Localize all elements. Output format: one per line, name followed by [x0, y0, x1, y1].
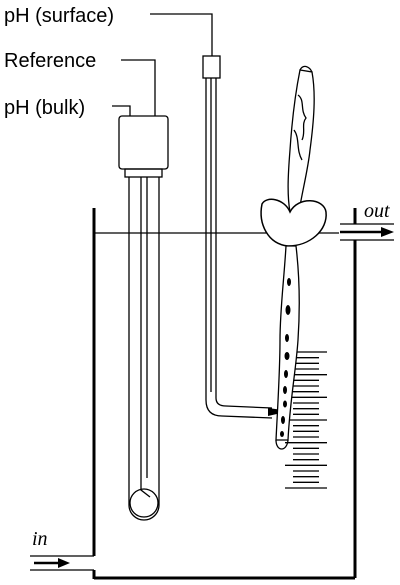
microelectrode-cap	[202, 55, 221, 79]
ph-surface-label: pH (surface)	[4, 5, 114, 27]
microelectrode-inner-wall	[215, 78, 273, 409]
reference-electrode-cap	[118, 115, 169, 170]
microelectrode-outer-wall	[205, 78, 273, 419]
ph-bulk-leader	[112, 105, 131, 116]
inner-tube-tip	[140, 478, 151, 498]
label-leader-lines	[112, 13, 213, 116]
plant-root	[275, 245, 300, 450]
plant-shoot	[287, 65, 315, 213]
leaf-vein-1	[297, 94, 307, 141]
support-collar	[260, 198, 327, 247]
outlet-label: out	[364, 200, 390, 222]
reference-label: Reference	[4, 50, 96, 72]
measurement-scale	[285, 351, 327, 489]
reference-leader	[121, 59, 156, 116]
leaf-tip	[299, 65, 313, 73]
leaf-vein-2	[293, 129, 303, 161]
root-cells	[280, 278, 291, 437]
electrode-collar	[124, 168, 163, 178]
inlet-arrow	[34, 558, 70, 568]
ph-surface-leader	[150, 13, 213, 56]
outlet-pipe	[340, 223, 394, 241]
electrode-bulb	[129, 488, 159, 518]
ph-bulk-label: pH (bulk)	[4, 97, 85, 119]
tank	[92, 208, 357, 580]
leaf	[287, 69, 315, 213]
inlet-label: in	[32, 528, 48, 550]
outlet-arrow	[340, 227, 394, 237]
inlet-pipe	[30, 555, 94, 571]
surface-ph-electrode	[202, 55, 273, 419]
electrode-body	[128, 177, 160, 521]
root-tip	[275, 439, 289, 450]
bulk-ph-electrode	[118, 115, 169, 521]
root-body	[275, 245, 300, 441]
